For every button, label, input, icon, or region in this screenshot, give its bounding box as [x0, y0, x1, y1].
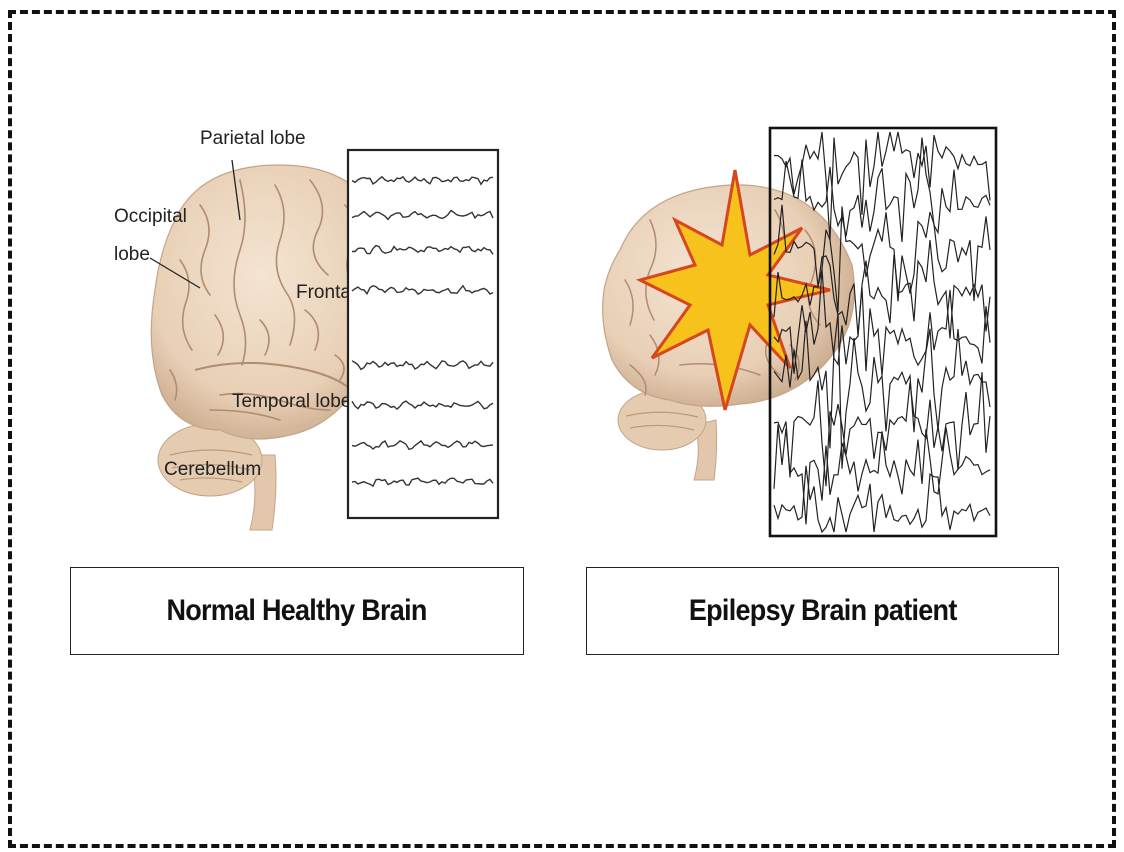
label-temporal-lobe: Temporal lobe: [232, 391, 351, 412]
normal-brain-caption: Normal Healthy Brain: [167, 594, 427, 628]
epilepsy-eeg-traces: [774, 132, 990, 532]
label-parietal-lobe: Parietal lobe: [200, 128, 306, 149]
normal-eeg-box: [348, 150, 498, 518]
label-occipital-lobe-2: lobe: [114, 244, 150, 265]
label-occipital-lobe-1: Occipital: [114, 206, 187, 227]
normal-brain-panel: Parietal lobe Occipital lobe Frontal lob…: [100, 110, 520, 540]
epilepsy-brain-caption: Epilepsy Brain patient: [689, 594, 957, 628]
epilepsy-brain-panel: [590, 120, 1010, 545]
eeg-trace: [774, 424, 990, 524]
epilepsy-brain-caption-box: Epilepsy Brain patient: [586, 567, 1059, 655]
label-cerebellum: Cerebellum: [164, 459, 261, 480]
normal-brain-caption-box: Normal Healthy Brain: [70, 567, 524, 655]
